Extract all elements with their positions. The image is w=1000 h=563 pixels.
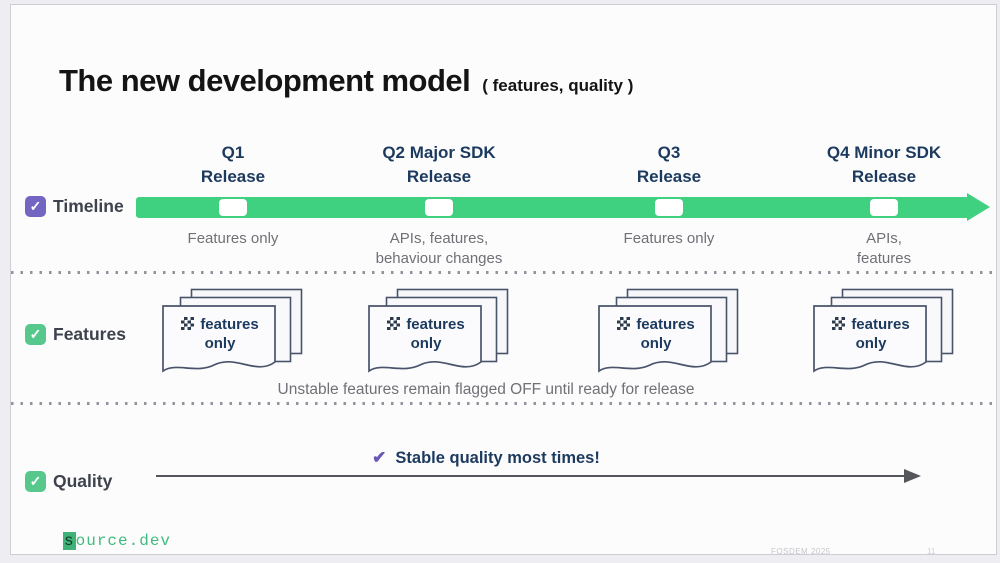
feature-stack-q4: features only xyxy=(809,288,959,382)
feature-stack-q3: features only xyxy=(594,288,744,382)
column-header-q4: Q4 Minor SDK Release xyxy=(826,143,942,186)
quality-arrowhead-icon xyxy=(904,469,921,483)
checker-flag-icon xyxy=(832,317,846,330)
quality-note: ✔ Stable quality most times! xyxy=(141,448,831,468)
feature-card-label: features only xyxy=(200,316,259,352)
column-note-q3: Features only xyxy=(623,230,715,247)
feature-card-text: features only xyxy=(604,310,708,358)
timeline-row-label: ✓ Timeline xyxy=(25,196,124,217)
separator-dotted-bottom xyxy=(11,402,996,405)
feature-card-text: features only xyxy=(168,310,272,358)
column-header-q3: Q3 Release xyxy=(636,143,702,186)
feature-card-text: features only xyxy=(819,310,923,358)
quality-arrow-line xyxy=(156,475,906,477)
timeline-marker-q2 xyxy=(425,199,453,216)
timeline-label: Timeline xyxy=(53,196,124,216)
timeline-marker-q4 xyxy=(870,199,898,216)
checker-flag-icon xyxy=(387,317,401,330)
timeline-checkbox-icon: ✓ xyxy=(25,196,46,217)
footer-event-text: FOSDEM 2025 xyxy=(771,547,831,556)
slide-frame: The new development model ( features, qu… xyxy=(10,4,997,556)
feature-card-label: features only xyxy=(406,316,465,352)
timeline-marker-q1 xyxy=(219,199,247,216)
purple-check-icon: ✔ xyxy=(372,448,387,467)
quality-row-label: ✓ Quality xyxy=(25,471,112,492)
check-icon: ✓ xyxy=(29,473,42,489)
features-checkbox-icon: ✓ xyxy=(25,324,46,345)
features-label: Features xyxy=(53,324,126,344)
quality-label: Quality xyxy=(53,471,113,491)
document-stack-icon xyxy=(598,288,739,373)
column-note-q2: APIs, features, behaviour changes xyxy=(375,230,503,267)
footer-page-number: 11 xyxy=(927,547,936,556)
title-block: The new development model ( features, qu… xyxy=(59,63,633,99)
check-icon: ✓ xyxy=(29,198,42,214)
checker-flag-icon xyxy=(617,317,631,330)
features-caption: Unstable features remain flagged OFF unt… xyxy=(277,381,695,398)
timeline-marker-q3 xyxy=(655,199,683,216)
timeline-bar xyxy=(136,197,969,218)
page-title: The new development model xyxy=(59,63,471,98)
document-stack-icon xyxy=(368,288,509,373)
document-stack-icon xyxy=(162,288,303,373)
timeline-arrowhead-icon xyxy=(967,193,990,221)
checker-flag-icon xyxy=(181,317,195,330)
logo-first-letter: s xyxy=(63,532,76,550)
quality-checkbox-icon: ✓ xyxy=(25,471,46,492)
logo-rest: ource.dev xyxy=(75,532,172,550)
column-note-q4: APIs, features xyxy=(856,230,912,267)
feature-stack-q1: features only xyxy=(158,288,308,382)
column-note-q1: Features only xyxy=(187,230,279,247)
feature-stack-q2: features only xyxy=(364,288,514,382)
check-icon: ✓ xyxy=(29,326,42,342)
page-subtitle: ( features, quality ) xyxy=(482,76,634,95)
feature-card-text: features only xyxy=(374,310,478,358)
source-dev-logo: source.dev xyxy=(63,532,171,550)
separator-dotted-top xyxy=(11,271,996,274)
feature-card-label: features only xyxy=(851,316,910,352)
features-row-label: ✓ Features xyxy=(25,324,126,345)
column-header-q2: Q2 Major SDK Release xyxy=(382,143,496,186)
feature-card-label: features only xyxy=(636,316,695,352)
column-header-q1: Q1 Release xyxy=(200,143,266,186)
quality-note-text: Stable quality most times! xyxy=(395,449,600,467)
